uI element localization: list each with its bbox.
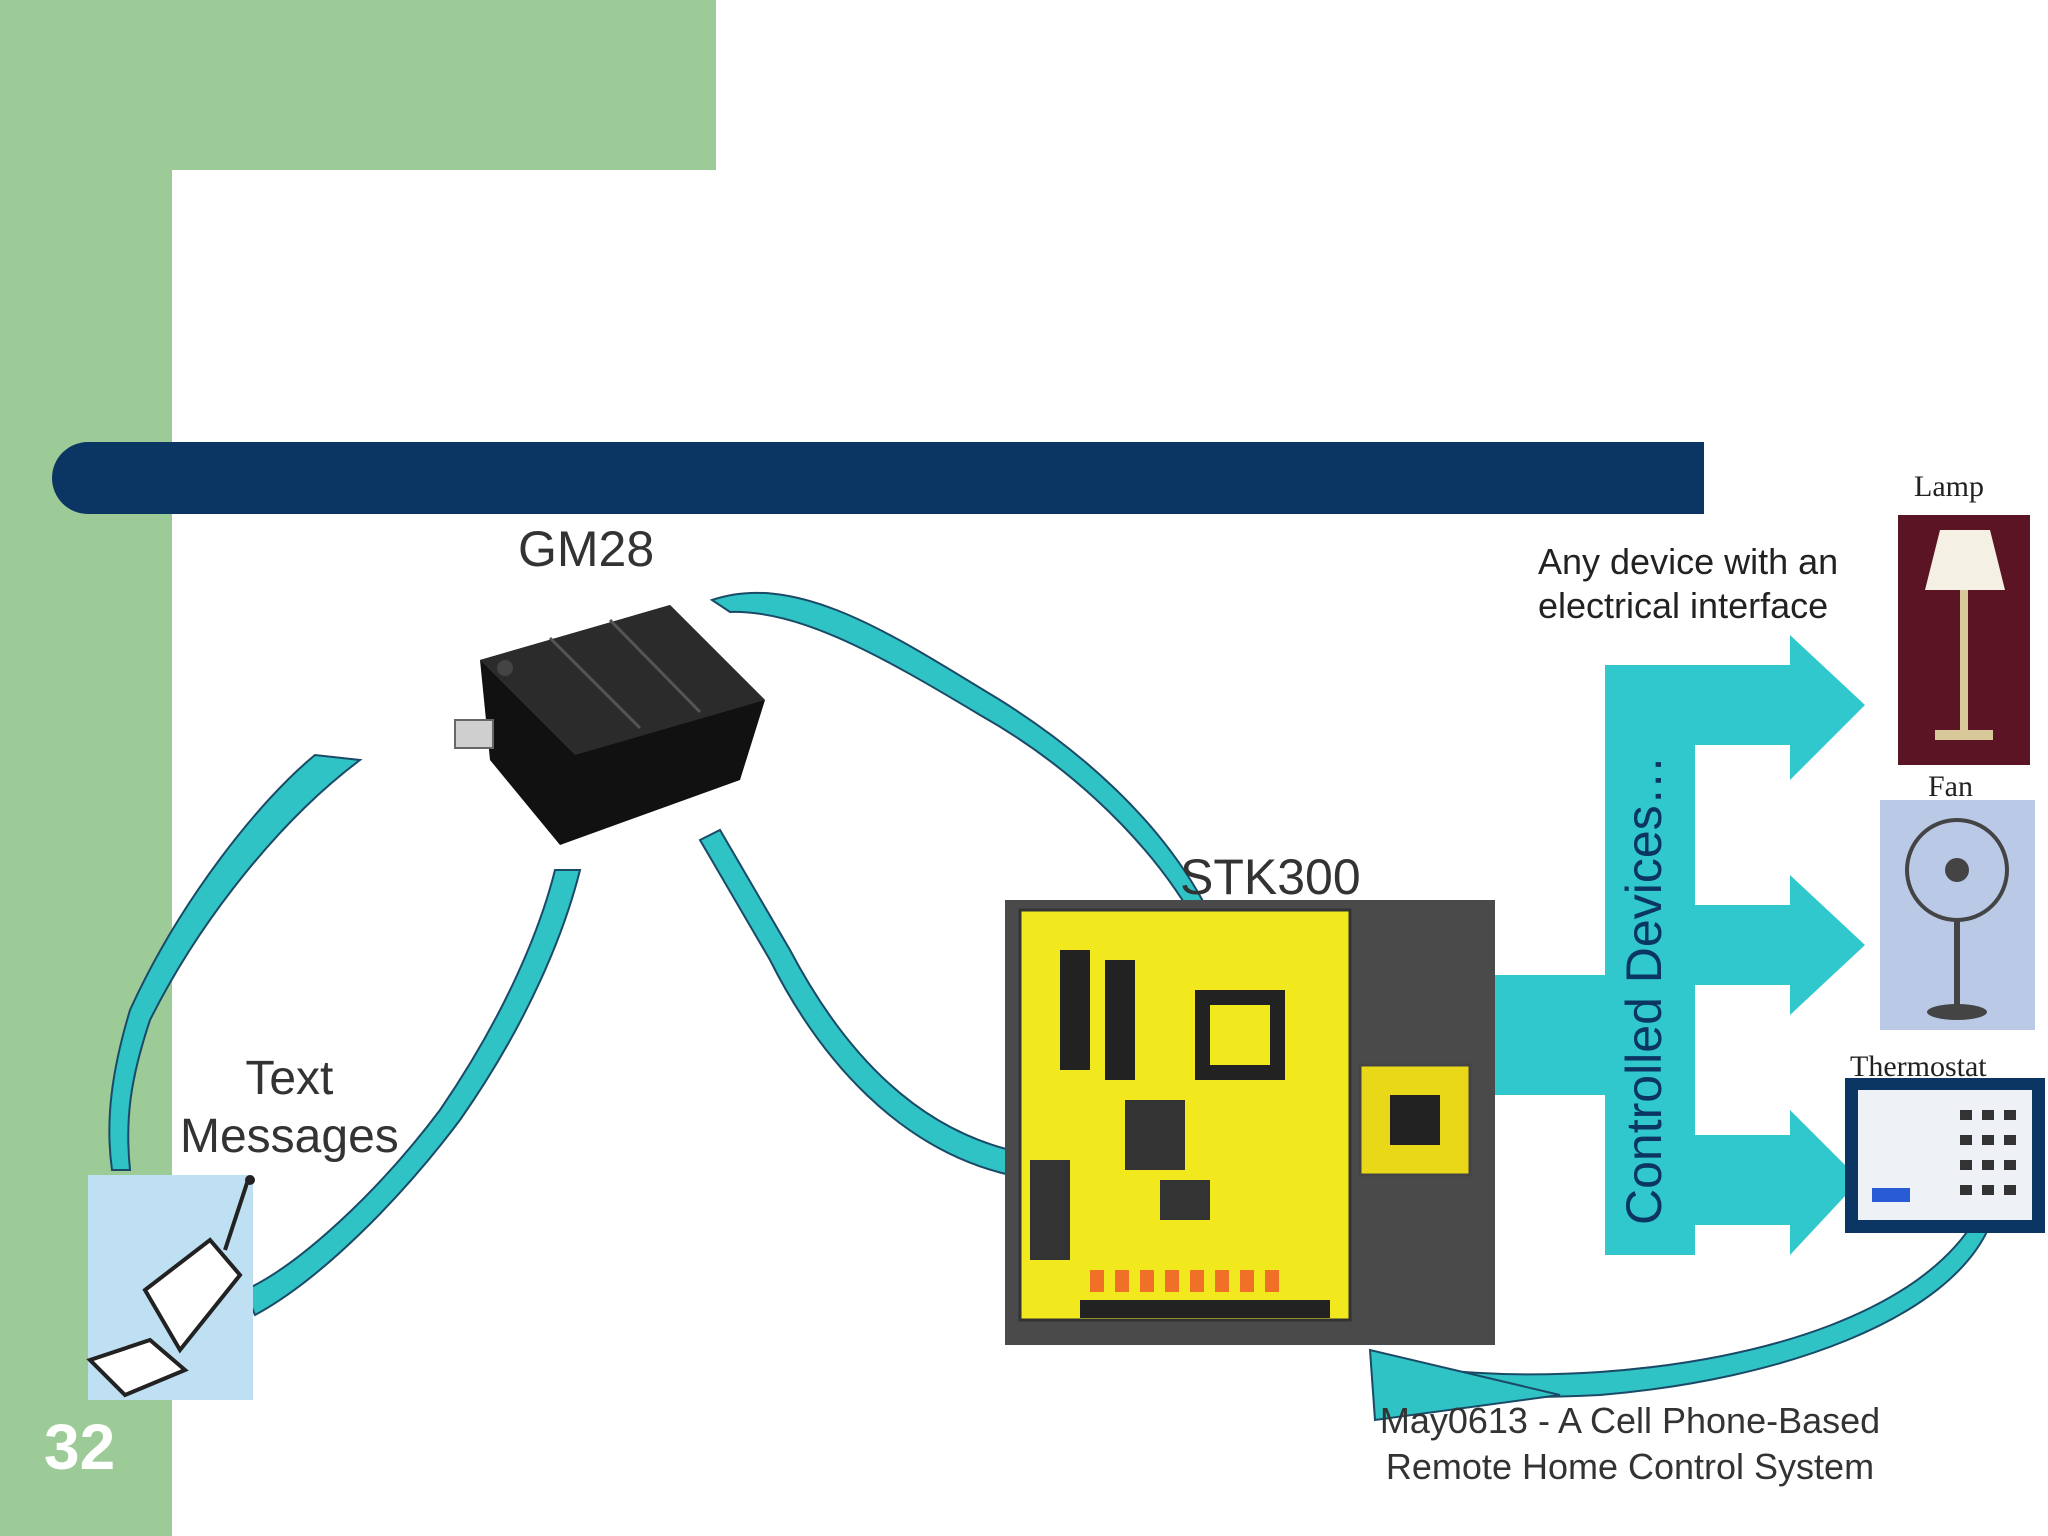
arrow-to-fan [1690,875,1865,1015]
lamp-image [1898,515,2030,765]
arrow-gm28-to-phone [108,753,363,1171]
text-messages-line2: Messages [180,1110,399,1163]
thermostat-label: Thermostat [1850,1050,1987,1083]
gm28-modem [454,605,765,845]
fan-label: Fan [1928,770,1973,803]
controlled-devices-arrows [1490,635,1865,1255]
title-bar [52,442,1704,514]
arrow-from-board [1490,975,1610,1095]
lamp-label: Lamp [1914,470,1984,503]
arrow-to-lamp [1690,635,1865,780]
signal-arrows [108,591,1992,1422]
slide-number: 32 [44,1411,116,1483]
arrow-spine [1605,665,1695,1255]
arrow-stk300-to-gm28 [698,828,1011,1177]
gm28-label: GM28 [518,521,655,577]
fan-image [1880,800,2035,1030]
cell-phone-image [86,1175,255,1400]
stk300-label: STK300 [1180,849,1361,905]
stk300-board [1005,900,1495,1345]
arrow-phone-to-gm28 [243,869,582,1317]
any-device-label: Any device with an electrical interface [1538,540,1838,628]
arrow-head-stk300 [1368,1348,1561,1422]
arrow-gm28-to-stk300 [709,591,1207,914]
arrow-to-thermostat [1690,1110,1860,1255]
thermostat-image [1845,1078,2045,1233]
text-messages-line1: Text [245,1052,334,1105]
slide-caption: May0613 - A Cell Phone-Based Remote Home… [1320,1398,1940,1490]
caption-line2: Remote Home Control System [1385,1446,1875,1487]
caption-line1: May0613 - A Cell Phone-Based [1379,1400,1881,1441]
controlled-devices-label: Controlled Devices… [1616,755,1672,1225]
any-device-line2: electrical interface [1538,585,1829,626]
text-messages-label: Text Messages [180,1050,399,1166]
any-device-line1: Any device with an [1538,541,1839,582]
